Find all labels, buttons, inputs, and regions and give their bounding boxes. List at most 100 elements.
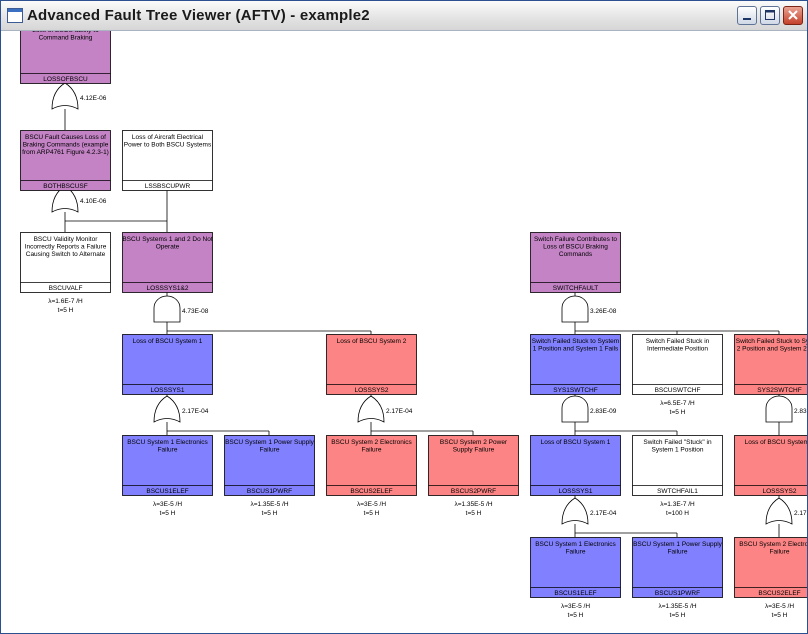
event-description: BSCU Fault Causes Loss of [25, 134, 106, 141]
event-description: Command Braking [39, 35, 93, 42]
event-node[interactable]: BSCU System 2 ElectronicsFailureBSCUS2EL… [326, 435, 417, 518]
event-id: BSCUS2ELEF [350, 488, 392, 495]
gate-probability: 4.73E-08 [182, 308, 209, 315]
event-id: BOTHBSCUSF [43, 183, 87, 190]
minimize-button[interactable] [737, 6, 757, 25]
and-gate[interactable]: 2.83E-09 [561, 395, 617, 423]
event-id: BSCUS1ELEF [554, 590, 596, 597]
event-id: LOSSSYS1 [151, 387, 185, 394]
and-gate-symbol [765, 395, 793, 423]
event-description: BSCU System 1 Power Supply [225, 439, 315, 446]
event-id: BSCUS1PWRF [247, 488, 292, 495]
event-parameter: t=5 H [466, 510, 482, 517]
event-parameter: t=5 H [58, 307, 74, 314]
gate-probability: 2.17E-04 [182, 408, 209, 415]
event-description: Operate [156, 244, 180, 251]
fault-tree-canvas[interactable]: 4.12E-06 4.10E-06 4.73E-08 3.26E-08 2.17E-04… [2, 31, 807, 633]
event-description: Failure [770, 549, 790, 556]
event-node[interactable]: BSCU System 1 Power SupplyFailureBSCUS1P… [632, 537, 723, 620]
or-gate[interactable]: 2.17E [765, 497, 807, 525]
event-node[interactable]: Loss of BSCU System 2 LOSSSYS2 [326, 334, 417, 395]
or-gate-symbol [357, 395, 385, 423]
or-gate[interactable]: 2.17E-04 [357, 395, 413, 423]
event-parameter: λ=1.35E-5 /H [658, 603, 696, 610]
event-description: System 1 Position [651, 447, 703, 454]
maximize-button[interactable] [760, 6, 780, 25]
event-node[interactable]: Loss of BSCU System 1 LOSSSYS1 [530, 435, 621, 496]
event-description: Switch Failure Contributes to [534, 236, 617, 243]
event-parameter: t=5 H [772, 612, 788, 619]
event-description: BSCU System 2 Power [440, 439, 508, 446]
and-gate[interactable]: 3.26E-08 [561, 295, 617, 323]
event-description: Causing Switch to Alternate [26, 251, 106, 258]
event-node[interactable]: BSCU System 1 ElectronicsFailureBSCUS1EL… [122, 435, 213, 518]
event-description: Power to Both BSCU Systems [124, 142, 212, 149]
event-parameter: λ=3E-5 /H [561, 603, 590, 610]
event-description: Supply Failure [453, 447, 495, 454]
minimize-icon [743, 18, 751, 20]
or-gate-symbol [153, 395, 181, 423]
event-id: LSSBSCUPWR [145, 183, 191, 190]
event-parameter: λ=6.5E-7 /H [660, 400, 695, 407]
and-gate[interactable]: 4.73E-08 [153, 295, 209, 323]
event-node[interactable]: BSCU Systems 1 and 2 Do NotOperateLOSSSY… [122, 232, 213, 293]
event-description: BSCU System 2 Electronics [739, 541, 807, 548]
or-gate[interactable]: 2.17E-04 [561, 497, 617, 525]
event-description: Switch Failed Stuck to System [736, 338, 807, 345]
event-description: Loss of BSCU System 1 [541, 439, 611, 446]
event-parameter: λ=1.3E-7 /H [660, 501, 695, 508]
event-parameter: t=100 H [666, 510, 689, 517]
app-window-icon [7, 8, 23, 23]
event-node[interactable]: BSCU System 1 Power SupplyFailureBSCUS1P… [224, 435, 315, 518]
event-description: Loss of BSCU System 2 [337, 338, 407, 345]
event-description: BSCU System 2 Electronics [331, 439, 412, 446]
event-description: Intermediate Position [647, 346, 708, 353]
event-id: BSCUS2ELEF [758, 590, 800, 597]
event-parameter: t=5 H [364, 510, 380, 517]
gate-probability: 2.17E-04 [386, 408, 413, 415]
close-button[interactable] [783, 6, 803, 25]
fault-tree-diagram: 4.12E-06 4.10E-06 4.73E-08 3.26E-08 2.17E-04… [20, 31, 808, 620]
or-gate-symbol [51, 185, 79, 213]
event-description: BSCU System 1 Power Supply [633, 541, 723, 548]
event-parameter: λ=1.35E-5 /H [454, 501, 492, 508]
or-gate[interactable]: 2.17E-04 [153, 395, 209, 423]
or-gate-symbol [765, 497, 793, 525]
or-gate-symbol [51, 82, 79, 110]
or-gate[interactable]: 4.12E-06 [51, 82, 107, 110]
event-description: Failure [362, 447, 382, 454]
event-description: Loss of BSCU System 2 [745, 439, 807, 446]
event-id: BSCUS1PWRF [655, 590, 700, 597]
event-parameter: λ=3E-5 /H [153, 501, 182, 508]
event-id: SYS1SWTCHF [553, 387, 597, 394]
event-node[interactable]: BSCU System 1 ElectronicsFailureBSCUS1EL… [530, 537, 621, 620]
event-node[interactable]: BSCU System 2 ElectronicsFailureBSCUS2EL… [734, 537, 808, 620]
event-parameter: t=5 H [568, 612, 584, 619]
title-bar[interactable]: Advanced Fault Tree Viewer (AFTV) - exam… [1, 1, 807, 31]
close-icon [788, 10, 798, 20]
event-id: LOSSSYS2 [355, 387, 389, 394]
event-id: LOSSSYS1 [559, 488, 593, 495]
gate-probability: 3.26E-08 [590, 308, 617, 315]
event-id: SWITCHFAULT [553, 285, 598, 292]
and-gate[interactable]: 2.83E [765, 395, 807, 423]
or-gate-symbol [561, 497, 589, 525]
or-gate[interactable]: 4.10E-06 [51, 185, 107, 213]
event-description: Failure [668, 549, 688, 556]
event-id: BSCUS2PWRF [451, 488, 496, 495]
event-description: Switch Failed "Stuck" in [643, 439, 712, 446]
event-node[interactable]: Loss of BSCU ability toCommand BrakingLO… [20, 31, 111, 84]
maximize-icon [765, 10, 775, 20]
event-parameter: t=5 H [670, 612, 686, 619]
